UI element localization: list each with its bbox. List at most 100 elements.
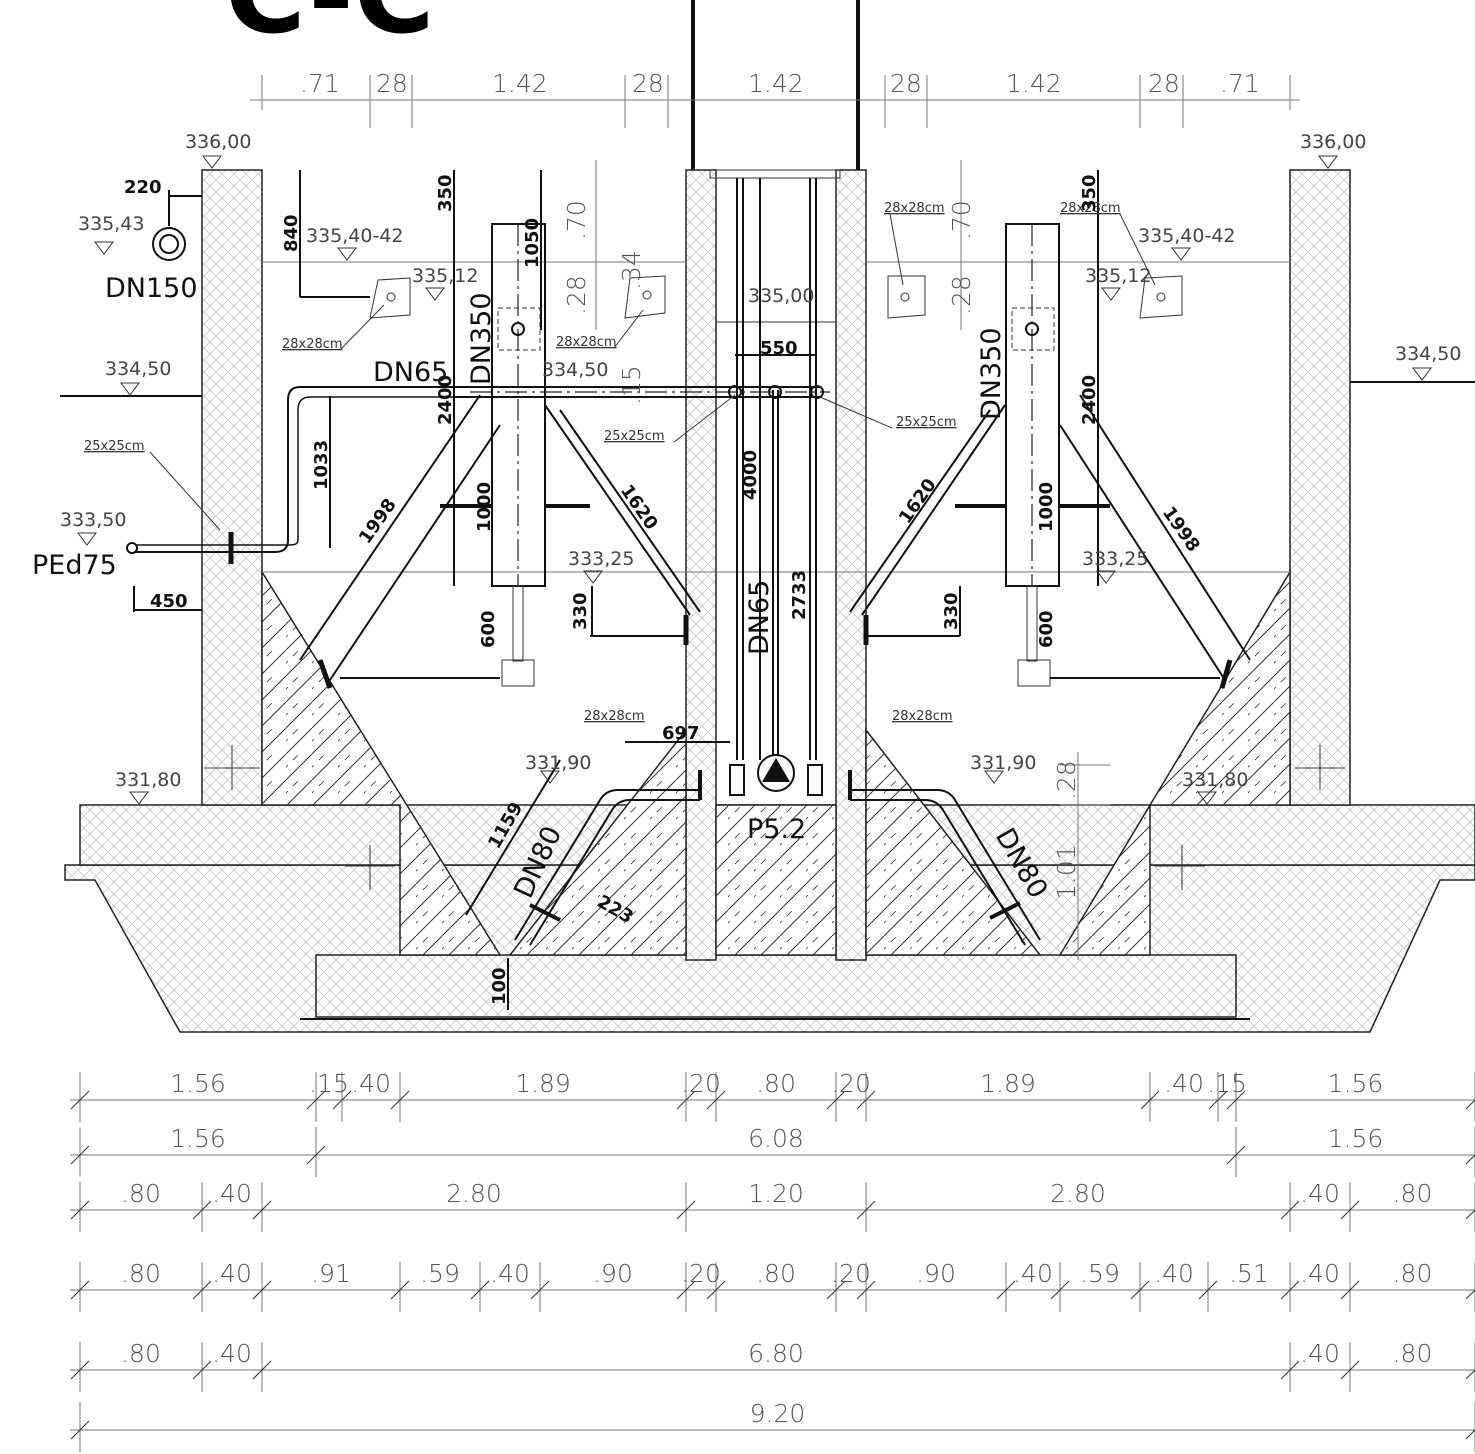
bottom-dim-label: .40: [1154, 1259, 1194, 1288]
level-low-right: 331,90: [970, 752, 1036, 774]
bottom-dim-label: 9.20: [750, 1399, 806, 1428]
dim-mm: 1620: [895, 475, 941, 528]
dimension-slash: [1340, 1200, 1360, 1220]
dimension-slash: [252, 1200, 272, 1220]
dim-inner: .70: [947, 200, 976, 240]
dimension-slash: [676, 1090, 696, 1110]
dimension-slash: [1280, 1360, 1300, 1380]
bottom-dim-label: .80: [121, 1179, 161, 1208]
section-title: C-C: [225, 0, 435, 58]
dimension-slash: [390, 1090, 410, 1110]
dimension-slash: [856, 1280, 876, 1300]
bottom-dim-label: .80: [121, 1339, 161, 1368]
label-pump: P5.2: [747, 814, 806, 845]
top-dimension-labels: .71 28 1.42 28 1.42 28 1.42 28 .71: [300, 69, 1260, 98]
dimension-slash: [70, 1280, 90, 1300]
level-ground-right: 334,50: [1395, 343, 1461, 365]
label-dn65-horizontal: DN65: [373, 357, 448, 388]
level-center: 335,00: [748, 285, 814, 307]
dim-mm: 220: [124, 177, 162, 198]
level-center-2: 334,50: [542, 359, 608, 381]
bottom-dim-label: .40: [1300, 1259, 1340, 1288]
bottom-dim-label: .91: [311, 1259, 351, 1288]
label-dn65-vertical: DN65: [744, 580, 775, 655]
level-ground-left: 334,50: [105, 358, 171, 380]
top-dim-label: 28: [632, 69, 664, 98]
bottom-dim-label: .15: [309, 1069, 349, 1098]
dim-mm: 350: [1079, 174, 1100, 212]
dimension-slash: [306, 1145, 326, 1165]
dimension-slash: [1208, 1090, 1228, 1110]
bottom-dim-label: .40: [212, 1339, 252, 1368]
label-sleeve: 25x25cm: [604, 429, 665, 444]
dim-inner: .70: [562, 200, 591, 240]
left-outer-wall: [201, 169, 263, 806]
level-weir-right: 335,12: [1085, 265, 1151, 287]
dimension-slash: [252, 1360, 272, 1380]
dim-inner: .28: [1052, 760, 1081, 800]
dimension-slash: [192, 1200, 212, 1220]
dimension-slash: [306, 1090, 326, 1110]
bottom-dim-label: .20: [831, 1259, 871, 1288]
top-dim-label: .71: [300, 69, 340, 98]
top-dim-label: 28: [1148, 69, 1180, 98]
bottom-dim-label: .51: [1229, 1259, 1269, 1288]
dimension-slash: [1465, 1099, 1475, 1110]
dim-mm: 840: [281, 214, 302, 252]
level-weir-left: 335,12: [412, 265, 478, 287]
bottom-dim-label: .80: [756, 1259, 796, 1288]
dimension-slash: [826, 1280, 846, 1300]
dimension-slash: [856, 1200, 876, 1220]
dim-mm: 1033: [311, 440, 332, 490]
dimension-slash: [332, 1090, 352, 1110]
label-dn150: DN150: [105, 273, 198, 304]
bottom-dim-label: .80: [1393, 1259, 1433, 1288]
label-opening: 28x28cm: [556, 335, 617, 350]
bottom-dim-label: .40: [212, 1179, 252, 1208]
inner-wall-right: [835, 169, 867, 961]
level-base-left: 331,80: [115, 769, 181, 791]
top-dim-label: 1.42: [1006, 69, 1062, 98]
top-dim-label: 28: [376, 69, 408, 98]
dim-mm: 2400: [1079, 375, 1100, 425]
bottom-dim-label: .20: [831, 1069, 871, 1098]
dim-inner: .34: [617, 250, 646, 290]
dimension-slash: [1140, 1090, 1160, 1110]
bottom-dim-label: 1.56: [170, 1124, 226, 1153]
dim-inner: .28: [562, 275, 591, 315]
bottom-dim-label: .40: [1013, 1259, 1053, 1288]
dimension-slash: [1050, 1280, 1070, 1300]
dimension-slash: [70, 1200, 90, 1220]
dimension-slash: [70, 1145, 90, 1165]
top-dim-label: .71: [1220, 69, 1260, 98]
dimension-slash: [1226, 1145, 1246, 1165]
dim-inner: .28: [947, 275, 976, 315]
left-cone-inner: [508, 727, 687, 956]
dimension-slash: [1280, 1280, 1300, 1300]
bottom-dim-label: 1.89: [980, 1069, 1036, 1098]
dimension-slash: [996, 1280, 1016, 1300]
bottom-dim-label: 2.80: [1050, 1179, 1106, 1208]
level-base-right: 331,80: [1182, 769, 1248, 791]
bottom-dim-label: 1.56: [170, 1069, 226, 1098]
dim-mm: 1000: [474, 482, 495, 532]
bottom-dim-label: .40: [1164, 1069, 1204, 1098]
bottom-dim-label: 2.80: [446, 1179, 502, 1208]
label-ped75: PEd75: [32, 550, 117, 581]
top-dim-label: 28: [890, 69, 922, 98]
level-cone-right: 333,25: [1082, 548, 1148, 570]
dimension-slash: [530, 1280, 550, 1300]
dim-mm: 697: [662, 723, 700, 744]
top-dim-label: 1.42: [748, 69, 804, 98]
dim-mm: 350: [435, 174, 456, 212]
level-water-right: 335,40-42: [1138, 225, 1236, 247]
dim-mm: 450: [150, 591, 188, 612]
label-opening: 28x28cm: [892, 709, 953, 724]
dim-mm: 330: [570, 592, 591, 630]
label-sleeve: 25x25cm: [84, 439, 145, 454]
dimension-slash: [1465, 1429, 1475, 1440]
bottom-dim-label: .40: [490, 1259, 530, 1288]
